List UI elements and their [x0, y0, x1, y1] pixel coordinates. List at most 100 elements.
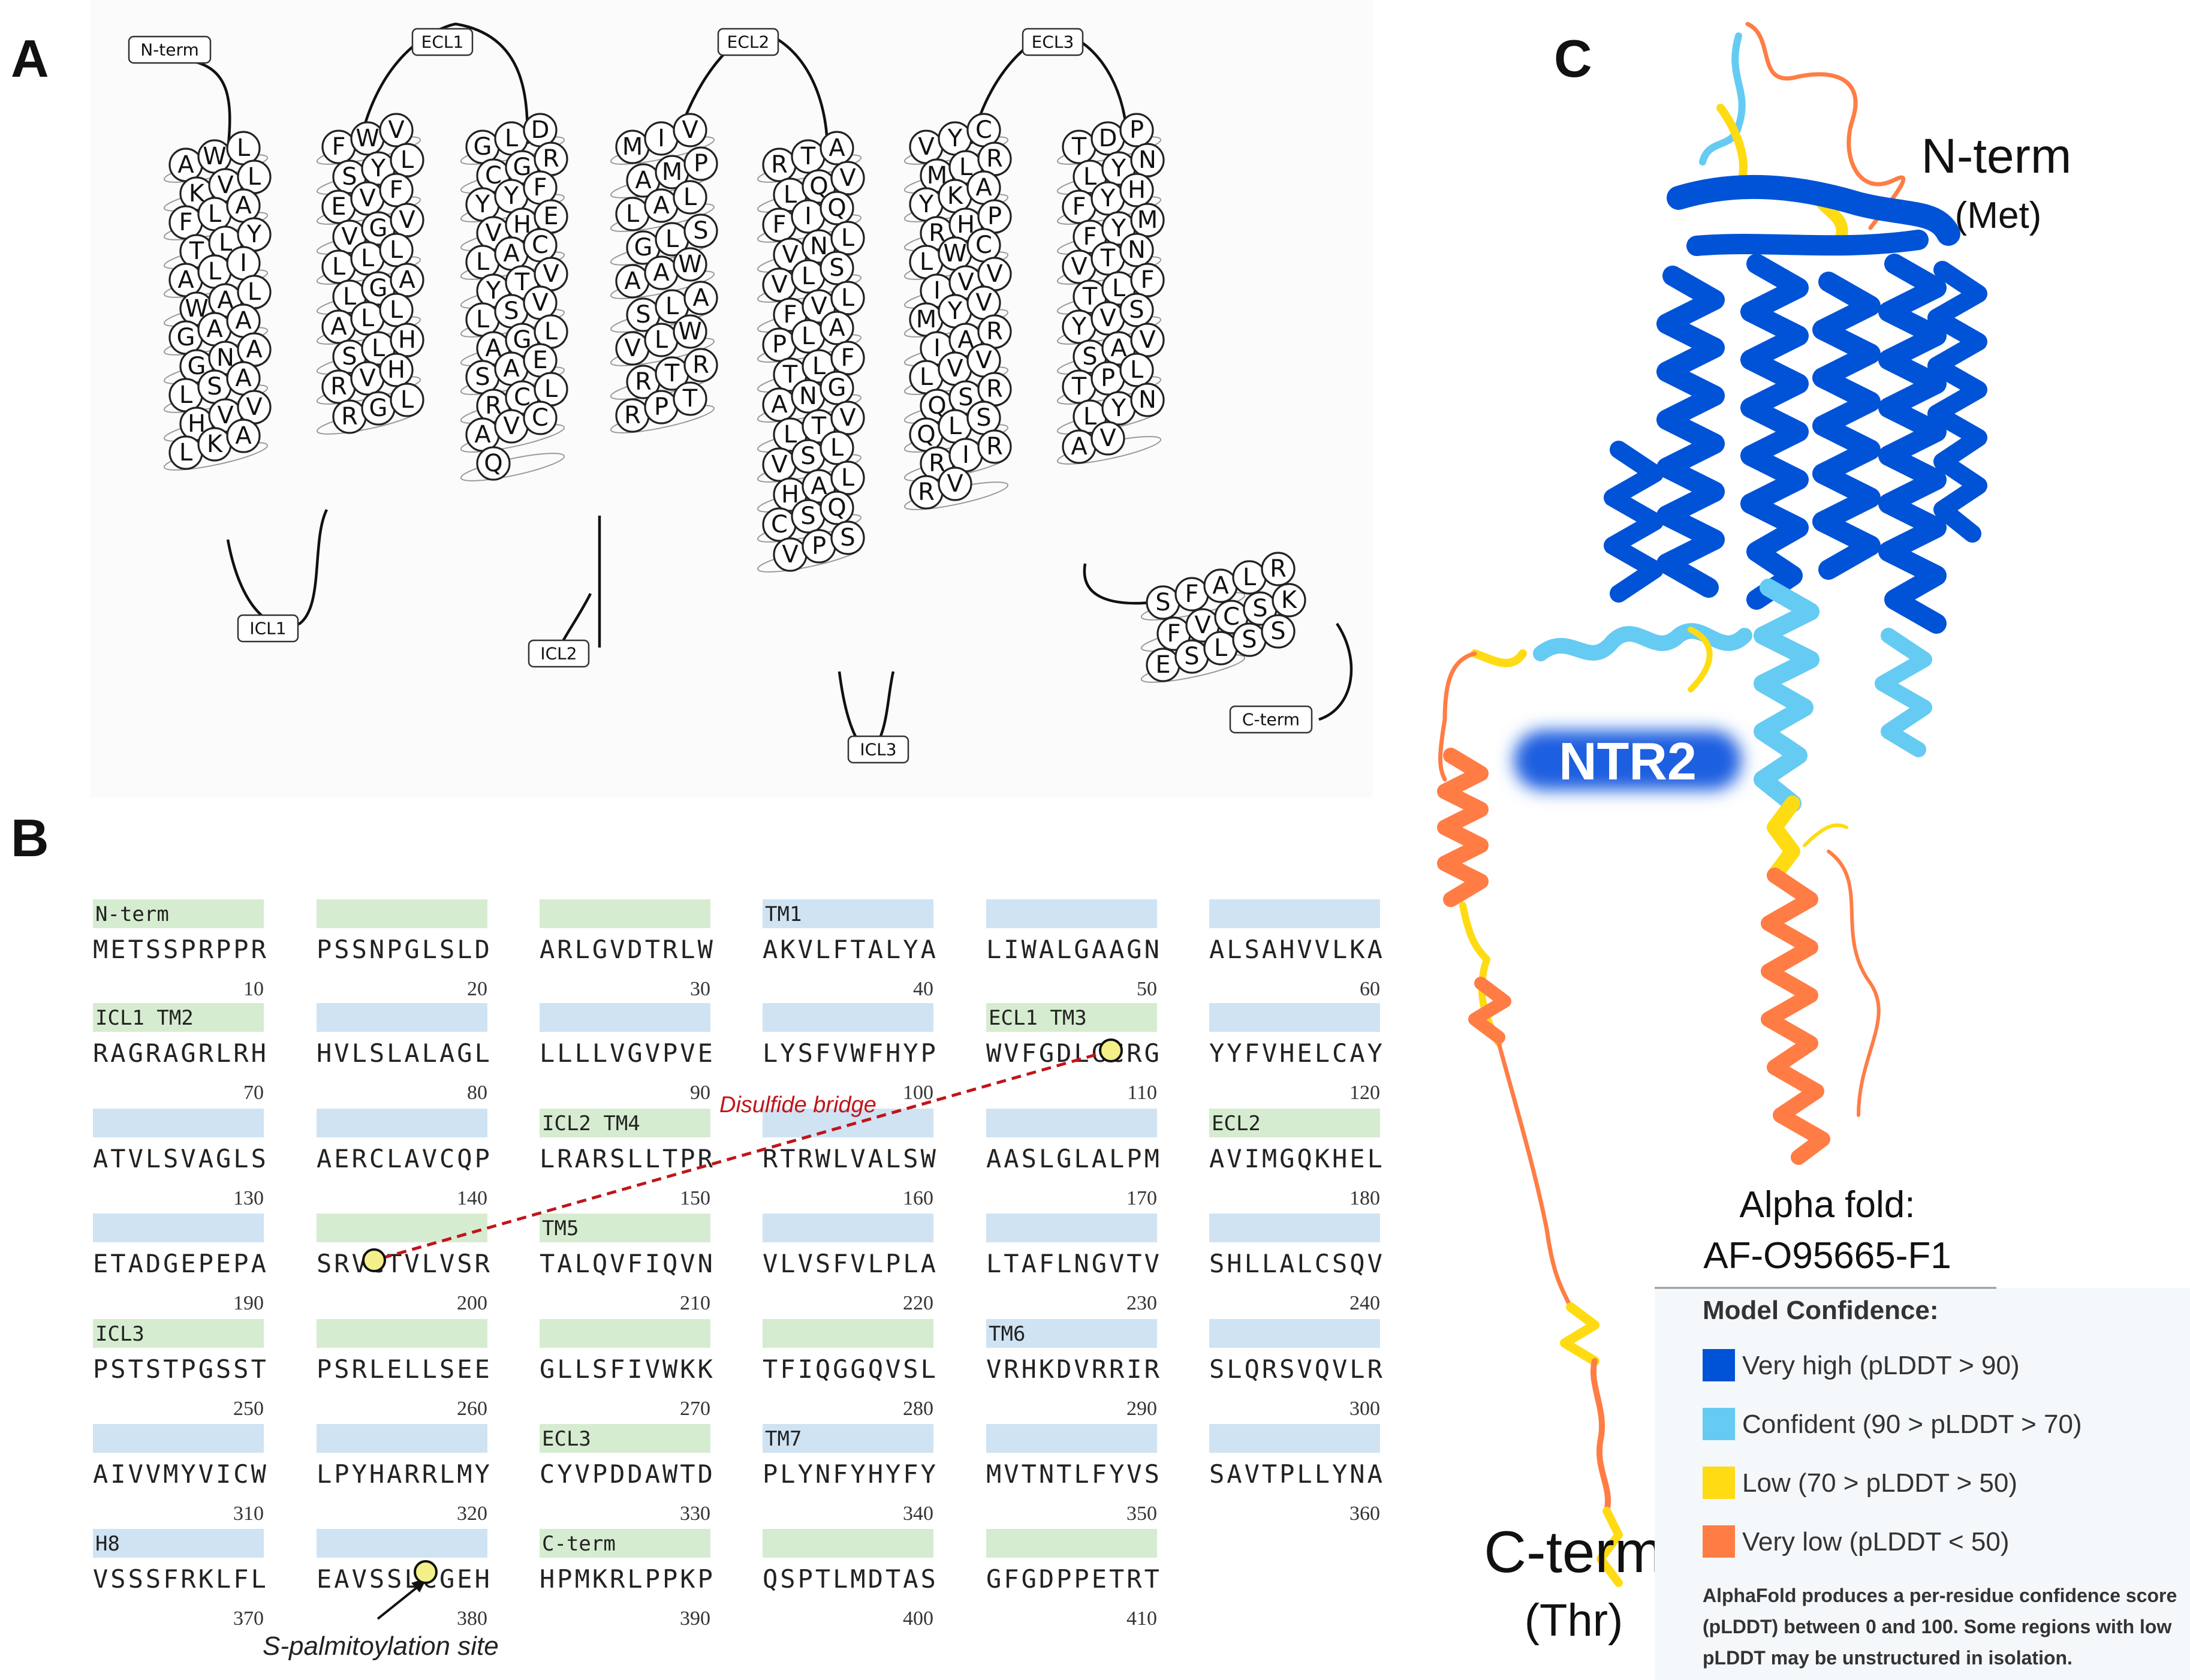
- loop-box-frame: [128, 35, 212, 64]
- residue-letter: R: [624, 402, 641, 429]
- residue-tm3: S: [494, 294, 529, 329]
- residue-letter: L: [505, 125, 519, 152]
- residue-letter: A: [635, 167, 652, 194]
- residue-tm5: C: [762, 507, 797, 542]
- residue-letter: Y: [475, 191, 490, 218]
- residue-tm5: L: [820, 430, 854, 465]
- residue-h8: S: [1174, 639, 1209, 674]
- residue-circle: [683, 348, 718, 383]
- topology-label: ECL3: [542, 1427, 591, 1451]
- sequence-grid: N-termMETSSPRPPR10PSSNPGLSLD20ARLGVDTRLW…: [93, 899, 1382, 1630]
- residue-tm5: V: [830, 401, 865, 435]
- palmitoylation-arrow: [376, 1582, 424, 1620]
- residue-tm2: G: [361, 391, 396, 426]
- legend-swatch: [1703, 1408, 1735, 1440]
- residue-tm2: L: [390, 143, 424, 177]
- residue-tm1: L: [226, 131, 261, 165]
- residue-letter: V: [771, 451, 788, 478]
- residue-letter: Q: [827, 494, 846, 522]
- sequence-position: 120: [1349, 1082, 1380, 1104]
- residue-letter: L: [830, 434, 844, 462]
- residue-circle: [1119, 353, 1154, 387]
- residue-letter: G: [177, 324, 195, 351]
- residue-circle: [830, 401, 865, 435]
- loop-box-frame: [717, 28, 779, 56]
- topology-bar: [540, 1109, 710, 1137]
- residue-tm4: T: [655, 356, 689, 391]
- residue-tm7: F: [1062, 189, 1096, 224]
- residue-letter: W: [943, 240, 967, 267]
- sequence-position: 90: [690, 1082, 710, 1104]
- sequence-position: 100: [903, 1082, 933, 1104]
- residue-letter: A: [811, 472, 827, 500]
- residue-letter: A: [235, 192, 252, 219]
- residue-tm7: H: [1119, 173, 1154, 207]
- topology-bar: [763, 1109, 933, 1137]
- residue-circle: [820, 311, 854, 345]
- residue-circle: [683, 213, 718, 248]
- residue-tm6: R: [909, 475, 944, 510]
- residue-circle: [390, 203, 424, 237]
- residue-letter: A: [1071, 433, 1088, 460]
- cterm-label: C-term: [1484, 1519, 1663, 1585]
- residue-letter: A: [235, 307, 252, 335]
- residue-tm3: S: [465, 360, 500, 395]
- residue-tm6: C: [966, 228, 1001, 263]
- residue-circle: [379, 353, 414, 387]
- sequence-position: 230: [1126, 1292, 1157, 1314]
- residue-circle: [938, 466, 972, 501]
- highlighted-cysteine: [414, 1560, 438, 1584]
- sequence-text: HPMKRLPPKP: [540, 1564, 715, 1594]
- residue-letter: L: [361, 305, 375, 332]
- topology-bar: [317, 1319, 487, 1348]
- helix-outline-tm3: [460, 453, 565, 481]
- residue-tm4: L: [644, 323, 679, 357]
- topology-label: TM1: [765, 902, 802, 926]
- sequence-text: ATVLSVAGLS: [93, 1144, 269, 1173]
- residue-tm2: V: [350, 181, 385, 216]
- topology-bar: [986, 1214, 1157, 1242]
- legend-label: Very low (pLDDT < 50): [1742, 1527, 2009, 1556]
- protein-name-label: NTR2: [1559, 731, 1697, 791]
- sequence-text: GFGDPPETRT: [986, 1564, 1162, 1594]
- legend-label: Confident (90 > pLDDT > 70): [1742, 1410, 2082, 1439]
- residue-tm6: M: [909, 302, 944, 337]
- residue-letter: N: [1138, 386, 1156, 414]
- residue-tm3: L: [465, 302, 500, 337]
- residue-letter: L: [179, 381, 193, 409]
- residue-tm6: V: [966, 343, 1001, 378]
- residue-letter: L: [208, 200, 222, 228]
- residue-tm6: Q: [909, 417, 944, 452]
- sequence-position: 290: [1126, 1398, 1157, 1420]
- highlighted-cysteine: [1099, 1038, 1123, 1062]
- residue-letter: T: [1071, 373, 1087, 401]
- residue-letter: H: [387, 356, 405, 384]
- residue-letter: L: [390, 296, 403, 324]
- sequence-position: 370: [233, 1607, 264, 1630]
- residue-letter: E: [532, 347, 547, 374]
- residue-letter: V: [839, 164, 856, 192]
- residue-tm7: L: [1119, 353, 1154, 387]
- sequence-text: VLVSFVLPLA: [763, 1249, 938, 1278]
- residue-tm7: M: [1130, 203, 1165, 237]
- residue-letter: T: [1071, 133, 1087, 161]
- loop-box-frame: [1229, 705, 1313, 734]
- residue-tm5: Q: [820, 191, 854, 225]
- sequence-position: 30: [690, 978, 710, 1000]
- sequence-text: VSSSFRKLFL: [93, 1564, 269, 1594]
- residue-h8: R: [1261, 552, 1296, 586]
- residue-letter: L: [1083, 163, 1097, 191]
- residue-tm5: A: [762, 387, 797, 422]
- residue-letter: N: [799, 383, 817, 410]
- residue-letter: R: [918, 478, 935, 506]
- sequence-text: RAGRAGRLRH: [93, 1038, 269, 1068]
- residue-letter: L: [841, 284, 855, 312]
- residue-letter: L: [784, 421, 797, 448]
- residue-letter: I: [658, 125, 665, 152]
